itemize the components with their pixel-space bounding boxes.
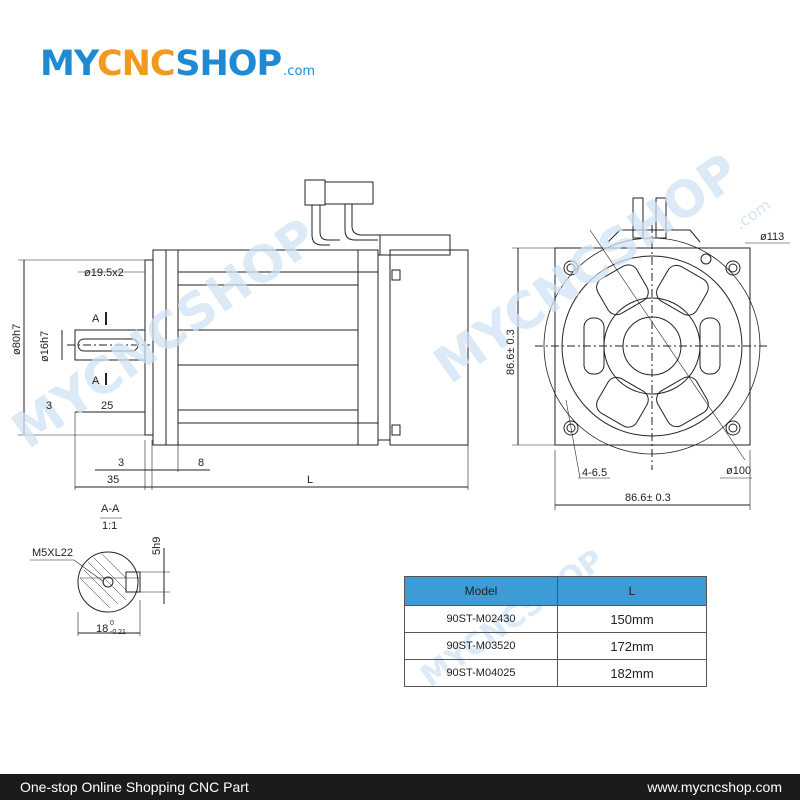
pilot-dia-label: ø100: [726, 465, 751, 477]
flange-thickness-label: 8: [198, 457, 204, 469]
cell-model: 90ST-M03520: [404, 632, 558, 660]
holes-label: 4-6.5: [582, 467, 607, 479]
watermark-text-right: MYCNCSHOP: [424, 142, 750, 394]
shaft-dia-label: ø16h7: [39, 331, 51, 362]
flange-dia-label: ø19.5x2: [84, 267, 124, 279]
brand-logo: MYCNCSHOP.com: [40, 44, 315, 92]
logo-part-shop: SHOP: [175, 44, 282, 84]
table-header-row: Model L: [404, 576, 707, 606]
footer-tagline: One-stop Online Shopping CNC Part: [20, 779, 249, 795]
section-mark-top: A: [92, 313, 100, 325]
overall-length-label: L: [307, 474, 313, 486]
shaft-total-label: 35: [107, 474, 119, 486]
svg-text:MYCNCSHOP: MYCNCSHOP: [424, 142, 750, 394]
header-length: L: [557, 576, 707, 606]
watermark-suffix-right: .com: [731, 195, 774, 233]
cell-model: 90ST-M04025: [404, 659, 558, 687]
tolerance-bottom-label: -0.21: [110, 629, 126, 636]
logo-suffix: .com: [283, 64, 316, 79]
cell-length: 182mm: [557, 659, 707, 687]
shaft-height-label: 18: [96, 623, 108, 635]
header-model: Model: [404, 576, 558, 606]
cell-model: 90ST-M02430: [404, 605, 558, 633]
svg-text:.com: .com: [731, 195, 774, 233]
cell-length: 172mm: [557, 632, 707, 660]
footer-bar: One-stop Online Shopping CNC Part www.my…: [0, 774, 800, 800]
key-width-label: 5h9: [151, 537, 163, 555]
tolerance-top-label: 0: [110, 620, 114, 627]
front-width-label: 86.6± 0.3: [625, 492, 671, 504]
pilot-label: 3: [118, 457, 124, 469]
section-mark-bottom: A: [92, 375, 100, 387]
logo-part-my: MY: [40, 44, 98, 84]
section-title: A-A: [101, 503, 120, 515]
section-scale: 1:1: [102, 520, 117, 532]
table-row: 90ST-M03520 172mm: [404, 632, 707, 660]
front-height-label: 86.6± 0.3: [505, 329, 517, 375]
thread-label: M5XL22: [32, 547, 73, 559]
bolt-circle-label: ø113: [760, 231, 784, 243]
footer-website: www.mycncshop.com: [647, 779, 782, 795]
model-length-table: Model L 90ST-M02430 150mm 90ST-M03520 17…: [404, 576, 707, 687]
body-dia-label: ø80h7: [11, 324, 23, 355]
table-row: 90ST-M04025 182mm: [404, 659, 707, 687]
logo-part-cnc: CNC: [96, 44, 176, 84]
key-offset-label: 3: [46, 400, 52, 412]
cell-length: 150mm: [557, 605, 707, 633]
shaft-length-label: 25: [101, 400, 113, 412]
table-row: 90ST-M02430 150mm: [404, 605, 707, 633]
